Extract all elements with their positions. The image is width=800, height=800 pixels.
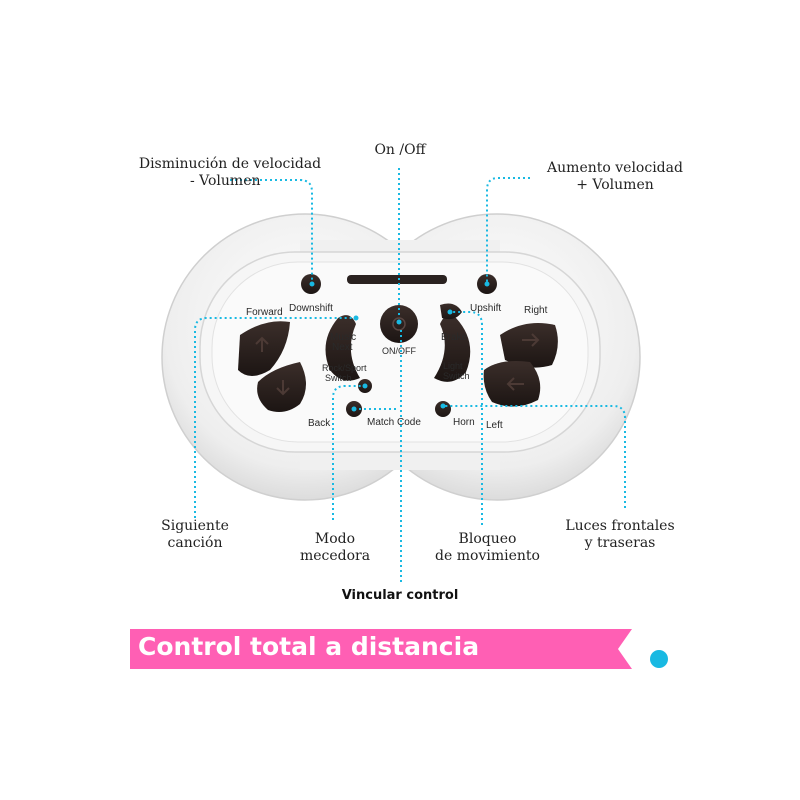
label-forward: Forward [246,307,283,318]
forward-button[interactable] [238,321,290,376]
label-horn: Horn [453,417,475,428]
callout-next-song-line1: Siguiente [161,518,229,534]
accent-dot [650,650,668,668]
callout-on-off: On /Off [350,142,450,159]
callout-vincular: Vincular control [341,588,459,603]
label-right: Right [524,305,548,316]
banner-title: Control total a distancia [138,632,480,661]
label-left: Left [486,420,503,431]
callout-next-song-line2: canción [167,535,223,551]
callout-downshift: Disminución de velocidad - Volumen [115,156,345,190]
callout-on-off-line1: On /Off [374,142,426,158]
label-back: Back [308,418,331,429]
callout-brake-lock-line2: de movimiento [435,548,540,564]
label-music: Music [330,332,356,343]
callout-lines [194,168,626,582]
label-upshift: Upshift [470,303,501,314]
callout-brake-lock: Bloqueo de movimiento [425,531,550,565]
label-match-code: Match Code [367,417,421,428]
callout-brake-lock-line1: Bloqueo [458,531,517,547]
back-button[interactable] [257,362,306,412]
label-rock-sport: Rock/Sport [322,363,367,373]
label-brake: Brake [441,332,468,343]
callout-rock-mode-line1: Modo [314,531,356,547]
callout-upshift: Aumento velocidad + Volumen [520,160,710,194]
light-switch-button[interactable] [434,315,471,382]
callout-dots [309,281,490,412]
label-downshift: Downshift [289,303,333,314]
callout-lights-line2: y traseras [584,535,656,551]
callout-downshift-line1: Disminución de velocidad [138,156,322,172]
callout-next-song: Siguiente canción [150,518,240,552]
callout-lights: Luces frontales y traseras [555,518,685,552]
label-on-off: ON/OFF [382,346,416,356]
music-next-button[interactable] [325,315,361,381]
label-light: Light [443,361,463,371]
power-icon [392,317,406,331]
callout-downshift-line2: - Volumen [190,173,261,189]
top-slot [347,275,447,284]
right-button[interactable] [500,322,558,368]
arrow-icons [255,333,540,396]
horn-button[interactable] [435,401,451,417]
callout-upshift-line1: Aumento velocidad [547,160,683,176]
label-light-switch: Switch [443,371,470,381]
banner-shape [130,629,632,669]
callout-rock-mode: Modo mecedora [290,531,380,565]
callout-upshift-line2: + Volumen [576,177,654,193]
label-rock-switch: Switch [325,373,352,383]
callout-lights-line1: Luces frontales [565,518,675,534]
callout-rock-mode-line2: mecedora [299,548,371,564]
label-next: Next [332,342,353,353]
